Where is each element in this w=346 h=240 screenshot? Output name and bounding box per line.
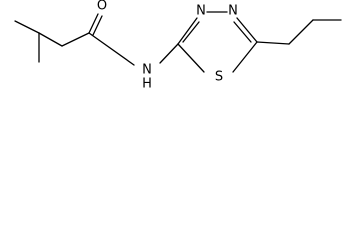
bond-n4-c5-inner	[233, 21, 252, 43]
ring-nitrogen-left-label: N	[196, 4, 206, 19]
bond-c2-n3	[177, 17, 198, 45]
bond-methyl-upper	[14, 20, 40, 34]
molecule-structure: O N H N N S	[14, 0, 342, 92]
bond-carbonyl-oxygen-2	[92, 15, 103, 36]
bond-ch-ch2	[38, 32, 63, 47]
ring-nitrogen-right-label: N	[228, 4, 238, 19]
bond-c5-s1	[232, 41, 258, 73]
amide-nitrogen-label: N	[142, 63, 152, 78]
bond-n4-c5	[236, 17, 258, 43]
bond-carbonyl-nitrogen	[88, 32, 135, 66]
bond-nitrogen-ring	[159, 43, 179, 64]
amide-hydrogen-label: H	[142, 77, 152, 92]
bond-c2-n3-inner	[182, 21, 200, 43]
bond-ch2-carbonyl	[61, 32, 90, 47]
bond-s1-c2	[177, 43, 205, 73]
bond-c5-propyl-1	[256, 41, 290, 45]
bond-carbonyl-oxygen-1	[88, 13, 99, 34]
ring-sulfur-label: S	[215, 70, 223, 85]
bond-propyl-1-2	[288, 19, 314, 45]
oxygen-label: O	[97, 0, 107, 14]
